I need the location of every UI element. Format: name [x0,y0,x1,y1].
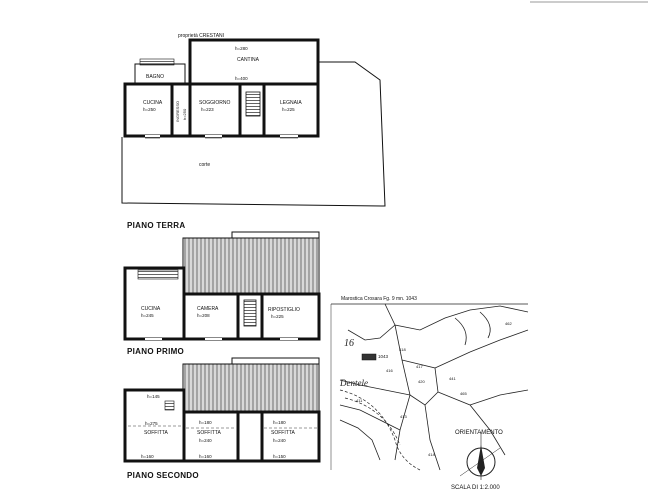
roof-secondo-hatch [182,363,320,413]
corte-label: corte [199,162,210,168]
camera-h: h=208 [197,313,210,318]
roof-primo-outline [182,231,320,294]
h-top-left: h=145 [147,394,160,399]
cantina-h-top: h=280 [235,46,248,51]
piano-secondo-plan: h=145 h=275 SOFFITTA h=160 h=180 SOFFITT… [123,357,321,480]
scale-label: SCALA DI 1:2.000 [451,485,500,491]
ripostiglio-label: RIPOSTIGLIO [268,307,300,313]
map-num-9: 462 [505,321,512,326]
roof-primo-hatch [182,237,320,295]
map-sheet-number: 16 [344,338,354,349]
h-bottom-mid: h=160 [199,454,212,459]
owner-label: proprietà CRESTANI [178,33,224,39]
h-bottom-right: h=150 [273,454,286,459]
map-num-2: 418 [399,347,406,352]
cadastral-map: Marostica Crosara Fg. 9 mn. 1043 1043 16… [330,296,529,491]
camera-label: CAMERA [197,306,219,312]
ripostiglio-h: h=225 [271,314,284,319]
h-top-right: h=180 [273,420,286,425]
map-num-5: 465 [460,391,467,396]
bagno-label: BAGNO [146,74,164,80]
h-top-mid: h=180 [199,420,212,425]
roof-secondo-outline [182,357,320,412]
map-num-7: 413 [400,414,407,419]
stairs-top [139,58,175,66]
map-num-3: 420 [418,379,425,384]
map-num-6: 411 [356,398,363,403]
place-name: Dentele [339,378,368,388]
soffitta-mid-label: SOFFITTA [197,430,221,436]
h-mid-left: h=275 [145,421,158,426]
orientamento-label: ORIENTAMENTO [455,430,503,436]
piano-secondo-title: PIANO SECONDO [127,471,199,480]
soffitta-left-label: SOFFITTA [144,430,168,436]
stairs-ground [245,91,261,117]
map-num-4: 441 [449,376,456,381]
cucina-label-primo: CUCINA [141,306,161,312]
h-bottom-left: h=160 [141,454,154,459]
cantina-h-bottom: h=400 [235,76,248,81]
legnaia-label: LEGNAIA [280,100,302,106]
soggiorno-h: h=223 [201,107,214,112]
hatch-secondo [164,400,175,411]
upper-block-primo [182,292,321,341]
parcel-1043-highlight [361,353,377,361]
map-num-0: 416 [386,368,393,373]
upper-block-secondo [182,410,321,463]
piano-primo-title: PIANO PRIMO [127,347,184,356]
map-title: Marostica Crosara Fg. 9 mn. 1043 [341,296,417,302]
soggiorno-label: SOGGIORNO [199,100,231,106]
cucina-label-terra: CUCINA [143,100,163,106]
cucina-h-primo: h=245 [141,313,154,318]
piano-terra-title: PIANO TERRA [127,221,185,230]
cucina-h-terra: h=250 [143,107,156,112]
soffitta-right-label: SOFFITTA [271,430,295,436]
map-num-1: 417 [416,364,423,369]
piano-primo-plan: CUCINA h=245 CAMERA h=208 RIPOSTIGLIO h=… [123,231,321,356]
stairs-primo-left [137,269,179,280]
stairs-primo [243,299,257,327]
ingresso-label: INGRESSO [175,101,180,122]
parcel-number: 1043 [378,354,389,359]
ingresso-h: h=250 [182,108,187,120]
map-num-8: 414 [428,452,435,457]
cantina-label: CANTINA [237,57,260,63]
corte-outline [121,61,386,207]
legnaia-h: h=225 [282,107,295,112]
h-mid-mid: h=240 [199,438,212,443]
h-mid-right: h=240 [273,438,286,443]
piano-terra-plan: proprietà CRESTANI h=280 CANTINA h=400 B… [121,33,386,230]
